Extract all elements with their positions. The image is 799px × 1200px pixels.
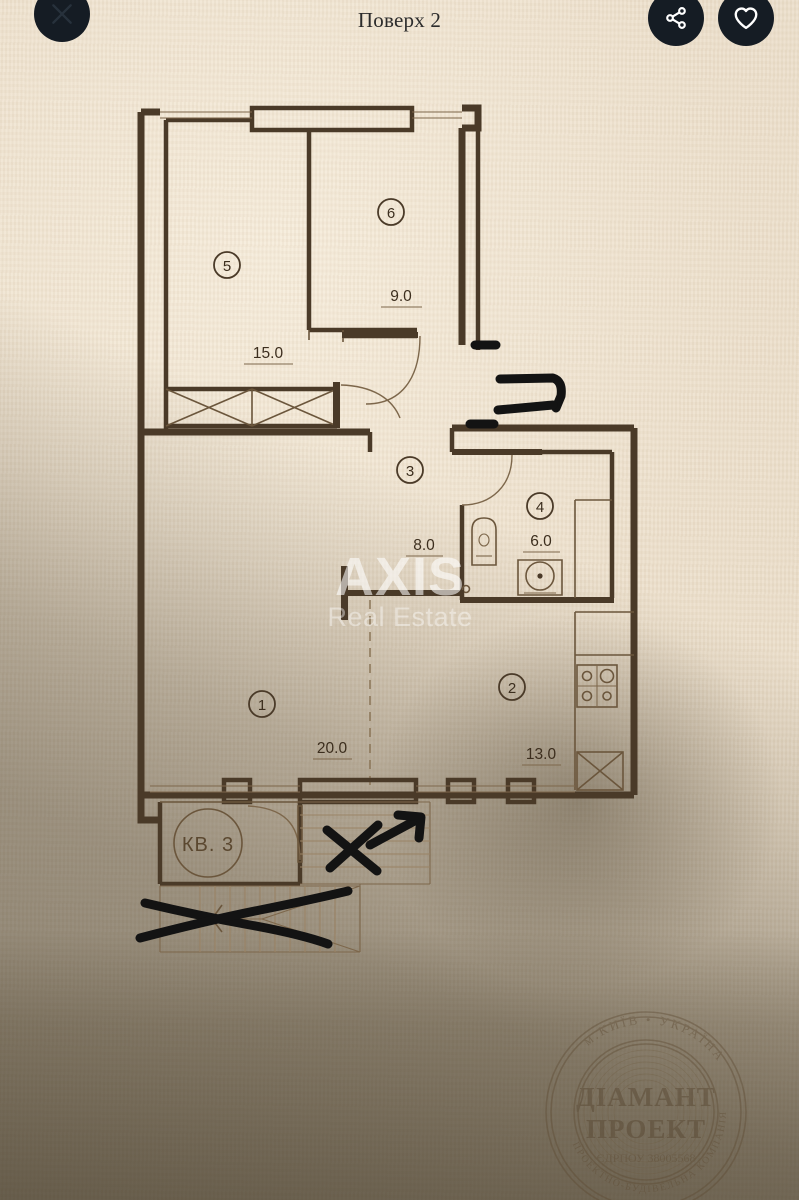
room-area: 9.0 [390, 288, 412, 305]
close-button[interactable] [34, 0, 90, 42]
room-area: 13.0 [526, 746, 557, 763]
room-area: 6.0 [530, 533, 552, 550]
room-number: 5 [223, 258, 231, 275]
room-marker-1: 1 20.0 [248, 690, 352, 760]
room-number: 2 [508, 680, 516, 697]
room-area: 8.0 [413, 537, 435, 554]
room-number: 6 [387, 205, 395, 222]
apartment-label: КВ. 3 [182, 834, 234, 856]
room-area: 20.0 [317, 740, 348, 757]
room-marker-2: 2 13.0 [498, 673, 561, 766]
close-x-icon [52, 4, 72, 24]
room-marker-3: 3 8.0 [396, 456, 443, 557]
room-number: 4 [536, 499, 544, 516]
room-markers: 5 15.0 6 9.0 3 8.0 4 6.0 [182, 198, 561, 856]
viewer-toolbar: Поверх 2 [0, 0, 799, 58]
favorite-button[interactable] [718, 0, 774, 46]
heart-outline-icon [734, 7, 758, 30]
room-marker-4: 4 6.0 [523, 492, 560, 553]
room-number: 1 [258, 697, 266, 714]
share-button[interactable] [648, 0, 704, 46]
room-number: 3 [406, 463, 414, 480]
room-marker-6: 6 9.0 [377, 198, 422, 308]
room-area: 15.0 [253, 345, 284, 362]
share-nodes-icon [666, 7, 686, 29]
room-marker-5: 5 15.0 [213, 251, 293, 365]
